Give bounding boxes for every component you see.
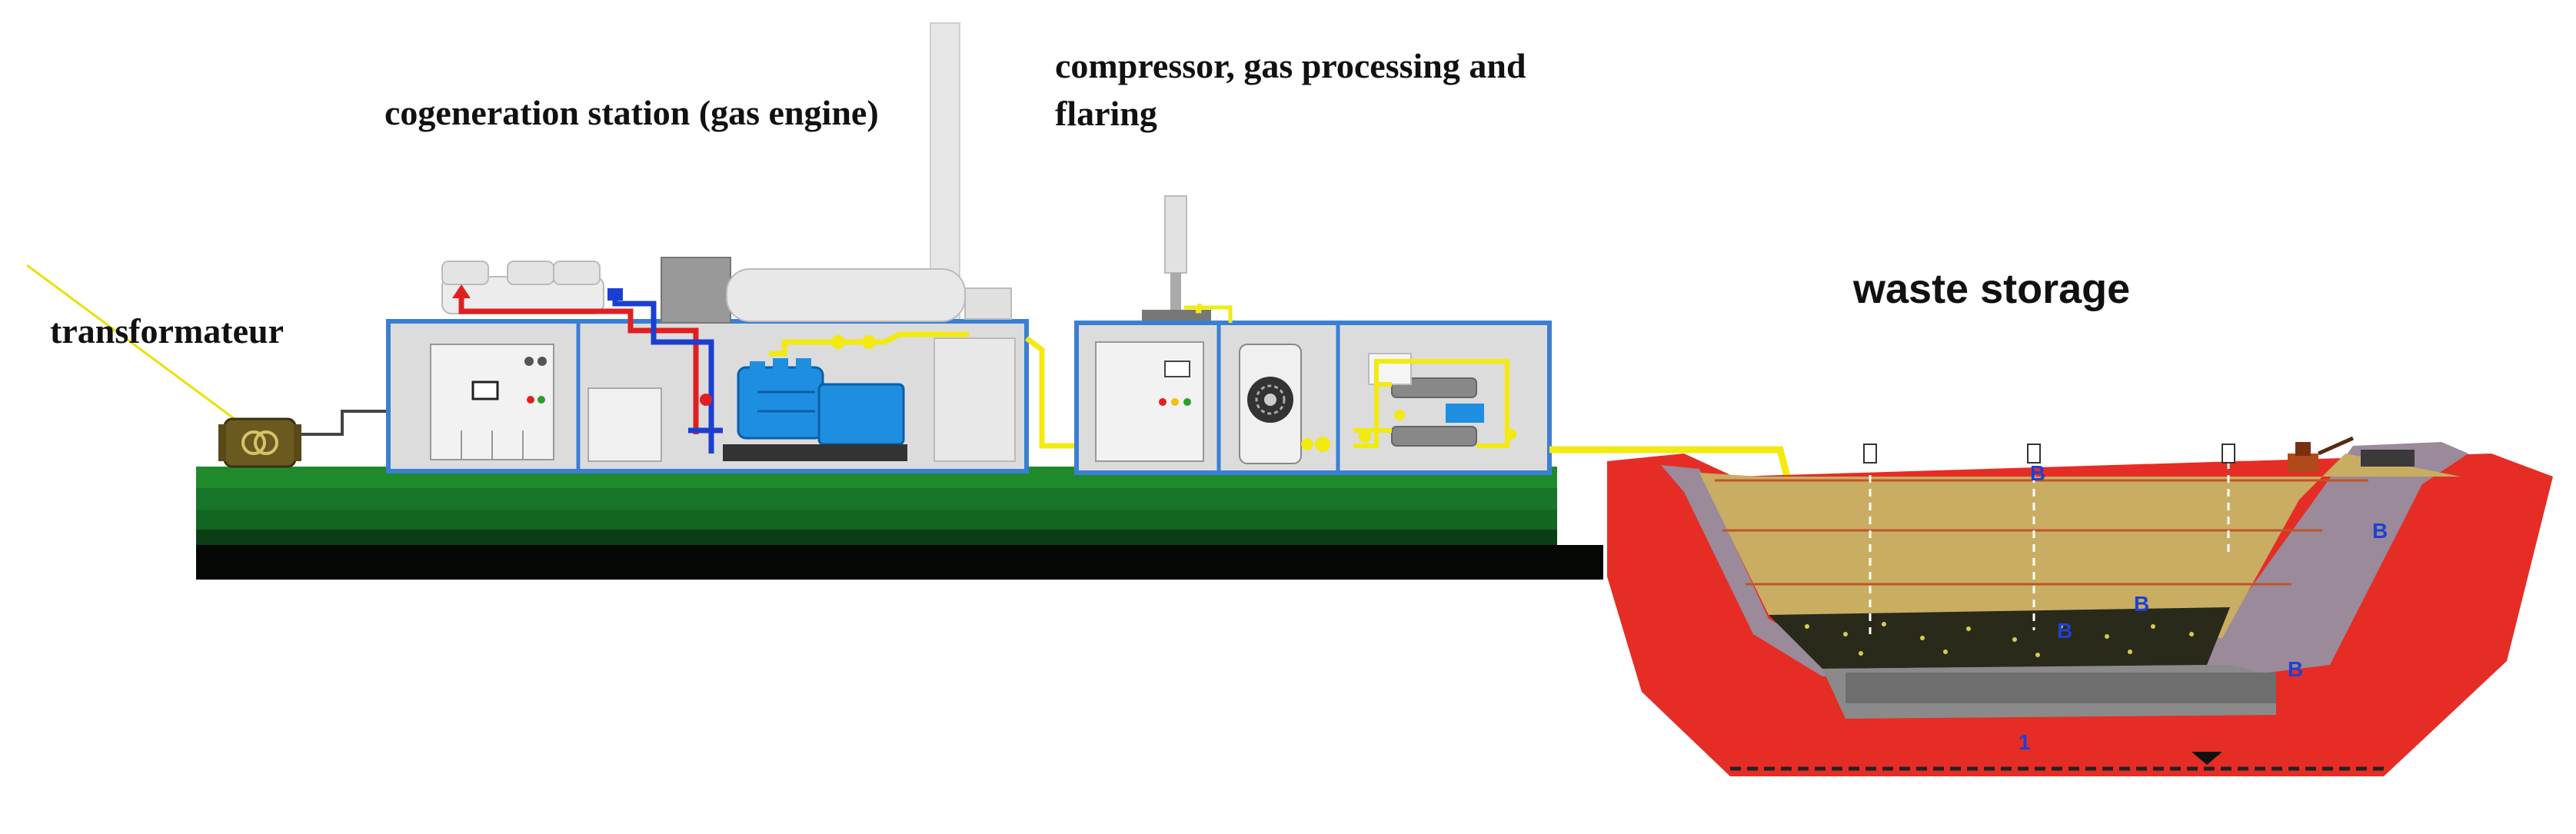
transformer-icon <box>218 417 301 468</box>
power-line <box>26 264 235 420</box>
compressor-label: compressor, gas processing and flaring <box>1055 46 1526 133</box>
flare-stack-icon <box>1142 195 1211 321</box>
waste-marker: B <box>2288 657 2303 681</box>
excavator-icon <box>2288 436 2415 473</box>
gas-engine-icon <box>723 358 907 461</box>
gas-pipe <box>1024 336 1077 449</box>
transformer-cable <box>288 410 388 436</box>
waste-storage-label: waste storage <box>1853 266 2131 312</box>
cogeneration-container <box>386 257 1029 473</box>
ground-platform <box>196 467 1603 580</box>
waste-marker: B <box>2057 619 2072 643</box>
waste-marker: B <box>2030 461 2045 485</box>
cogeneration-label: cogeneration station (gas engine) <box>384 93 879 132</box>
compressor-container <box>1074 195 1552 475</box>
waste-marker: 1 <box>2019 730 2031 754</box>
transformer-label: transformateur <box>50 311 285 351</box>
compressor-icon <box>1239 344 1302 464</box>
gas-well-icon <box>1869 461 2230 634</box>
waste-marker: B <box>2134 592 2149 616</box>
waste-storage-section: B B B B B 1 <box>1607 436 2553 776</box>
waste-marker: B <box>2372 519 2388 543</box>
